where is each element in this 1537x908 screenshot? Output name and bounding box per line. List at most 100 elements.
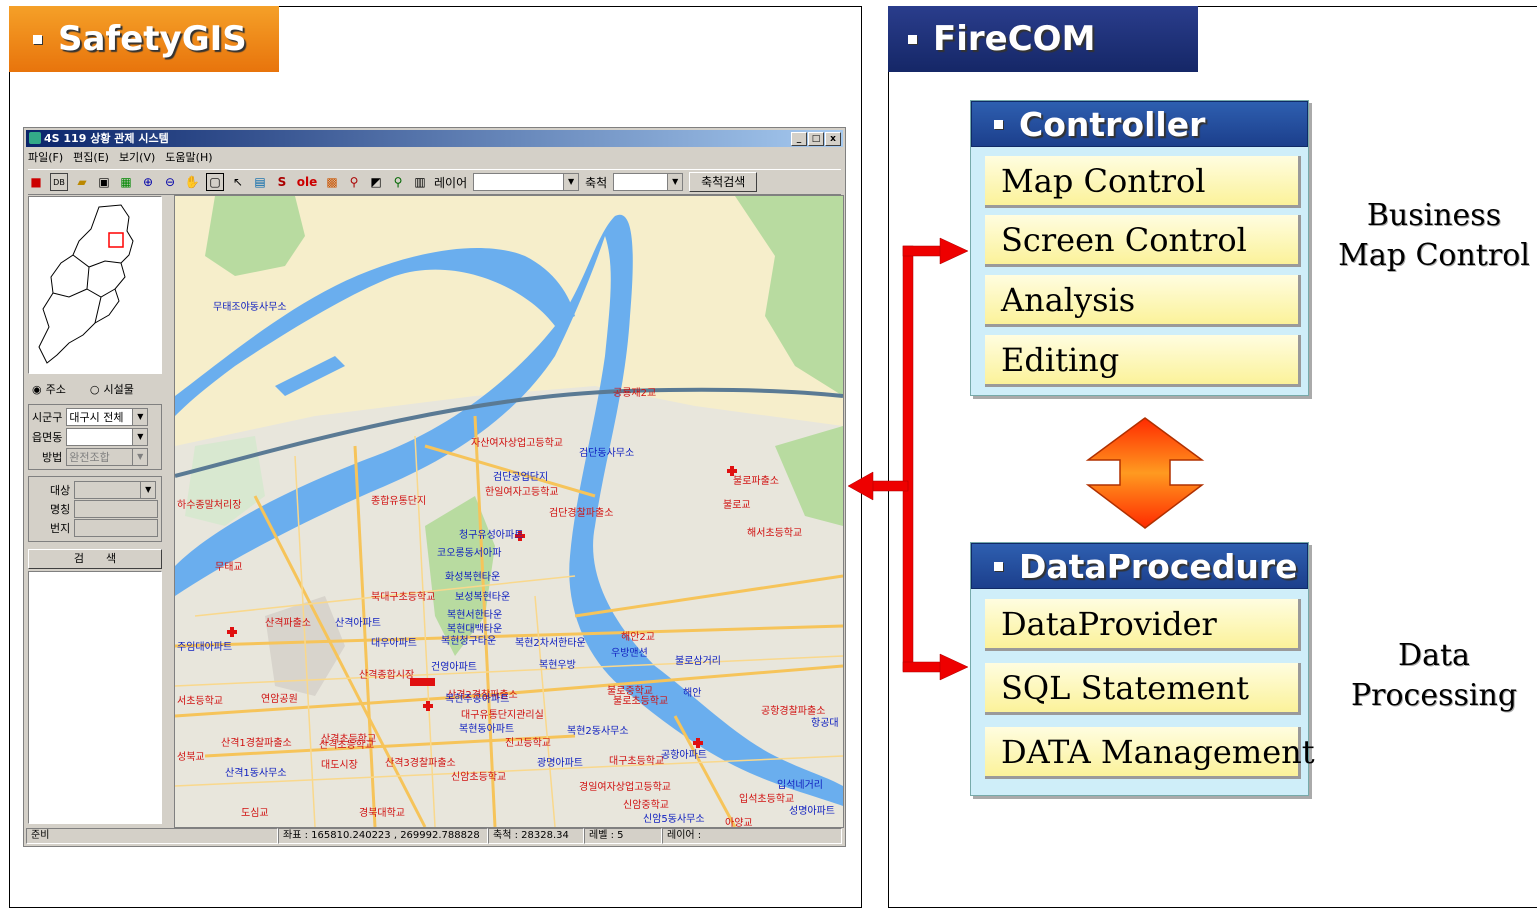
pan-hand-icon[interactable]: ✋ (184, 175, 200, 189)
method-value: 완전조합 (69, 451, 110, 464)
menu-file[interactable]: 파일(F) (28, 151, 64, 164)
map-label: 청구유성아파트 (459, 530, 524, 541)
chevron-down-icon: ▼ (132, 429, 148, 445)
controller-item-analysis: Analysis (985, 275, 1301, 327)
menu-edit[interactable]: 편집(E) (73, 151, 109, 164)
map-label: 경일여자상업고등학교 (579, 782, 671, 793)
sigungu-value: 대구시 전체 (69, 411, 124, 424)
map-label: 진고등학교 (505, 738, 551, 749)
map-label: 복현대백타운 (447, 624, 503, 635)
app-window: 4S 119 상황 관제 시스템 _ □ x 파일(F) 편집(E) 보기(V)… (23, 127, 846, 847)
zoom-in-icon[interactable]: ⊕ (142, 175, 154, 189)
map-label: 무태조야동사무소 (213, 302, 287, 313)
target-select[interactable]: ▼ (74, 481, 157, 499)
map-canvas (175, 196, 843, 827)
dataprocedure-item-sql-statement: SQL Statement (985, 663, 1301, 715)
search-button[interactable]: 검 색 (28, 549, 162, 569)
zoom-out-icon[interactable]: ⊖ (164, 175, 176, 189)
chevron-down-icon: ▼ (563, 174, 579, 190)
search-results-list[interactable] (28, 571, 162, 824)
identify-icon[interactable]: ⚲ (393, 175, 403, 189)
map-label: 성북교 (177, 752, 205, 763)
close-button[interactable]: x (825, 132, 841, 146)
map-label: 신암초등학교 (451, 772, 507, 783)
window-titlebar[interactable]: 4S 119 상황 관제 시스템 _ □ x (26, 130, 843, 147)
menu-view[interactable]: 보기(V) (118, 151, 156, 164)
measure-icon[interactable]: ◩ (370, 175, 382, 189)
chevron-down-icon: ▼ (140, 482, 156, 498)
map-label: 항공대 (811, 718, 839, 729)
controller-item-map-control: Map Control (985, 156, 1301, 208)
zoom-window-icon[interactable]: ▢ (206, 173, 224, 191)
map-label: 공항경찰파출소 (761, 706, 826, 717)
overview-map-outline (38, 204, 134, 364)
maximize-button[interactable]: □ (808, 132, 824, 146)
address-group (28, 404, 162, 470)
layer-list-icon[interactable]: ▤ (254, 175, 266, 189)
select-pointer-icon[interactable]: ↖ (232, 175, 244, 189)
map-label: 건영아파트 (431, 662, 477, 673)
db-icon[interactable]: DB (50, 173, 68, 191)
map-label: 한일여자고등학교 (485, 487, 559, 498)
chevron-down-icon: ▼ (132, 449, 148, 465)
map-label: 무태교 (215, 562, 243, 573)
layer-select[interactable]: ▼ (473, 173, 580, 191)
status-ready: 준비 (26, 828, 278, 844)
label-icon[interactable]: S (277, 175, 287, 189)
radio-address-label: 주소 (45, 383, 66, 396)
map-label: 도심교 (241, 808, 269, 819)
target-label: 대상 (50, 484, 71, 497)
exit-icon[interactable]: ■ (30, 175, 42, 189)
bullet-icon (994, 561, 1003, 571)
map-label: 복현2동사무소 (567, 726, 629, 737)
method-select[interactable]: 완전조합 ▼ (66, 448, 149, 466)
map-label: 하수종말처리장 (177, 500, 242, 511)
lot-input[interactable] (74, 519, 159, 537)
map-label: 복현우방 (539, 660, 576, 671)
query-icon[interactable]: ⚲ (349, 175, 359, 189)
radio-address[interactable]: ◉ (32, 382, 42, 396)
image-icon[interactable]: ▩ (326, 175, 338, 189)
toolbar: ■ DB ▰ ▣ ▦ ⊕ ⊖ ✋ ▢ ↖ ▤ S ole ▩ ⚲ ◩ ⚲ ▥ 레… (28, 169, 841, 195)
map-label: 대구유통단지관리실 (461, 710, 544, 721)
map-label: 연암공원 (261, 694, 298, 705)
map-label: 불로파출소 (733, 476, 779, 487)
name-label: 명칭 (50, 503, 71, 516)
map-label: 산격종합시장 (359, 670, 415, 681)
minimize-button[interactable]: _ (791, 132, 807, 146)
scale-search-button[interactable]: 축척검색 (689, 172, 758, 192)
map-label: 대도시장 (321, 760, 358, 771)
map-label: 복현주공아파트 (445, 694, 510, 705)
map-label: 복현서한타운 (447, 610, 503, 621)
menu-help[interactable]: 도움말(H) (165, 151, 213, 164)
sigungu-select[interactable]: 대구시 전체▼ (66, 408, 149, 426)
radio-facility[interactable]: ○ (89, 382, 100, 396)
eupmyeondong-select[interactable]: ▼ (66, 428, 149, 446)
open-folder-icon[interactable]: ▰ (77, 175, 87, 189)
name-row: 명칭 (32, 500, 159, 518)
business-map-control-label: Business Map Control (1338, 198, 1530, 273)
save-icon[interactable]: ▣ (98, 175, 110, 189)
name-input[interactable] (74, 500, 159, 518)
map-label: 산격2경찰파출소 (447, 690, 518, 701)
window-title: 4S 119 상황 관제 시스템 (44, 132, 169, 145)
map-label: 입석네거리 (777, 780, 823, 791)
bullet-icon (994, 119, 1003, 129)
map-label: 신암중학교 (623, 800, 669, 811)
dataprocedure-group: DataProcedure DataProvider SQL Statement… (970, 542, 1315, 796)
overview-map[interactable] (28, 196, 162, 374)
eupmyeondong-label: 읍면동 (32, 431, 63, 444)
controller-item-editing: Editing (985, 335, 1301, 387)
full-extent-icon[interactable]: ▦ (120, 175, 132, 189)
scale-select[interactable]: ▼ (613, 173, 684, 191)
ole-icon[interactable]: ole (296, 175, 318, 189)
map-label: 신암5동사무소 (643, 814, 705, 825)
map-label: 산격아파트 (335, 618, 381, 629)
map-label: 산격초등학교 (319, 740, 375, 751)
layer-label: 레이어 (434, 175, 468, 190)
map-label: 입석초등학교 (739, 794, 795, 805)
method-row: 방법 완전조합▼ (32, 448, 149, 466)
map-label: 불로중학교 (607, 686, 653, 697)
print-icon[interactable]: ▥ (414, 175, 426, 189)
